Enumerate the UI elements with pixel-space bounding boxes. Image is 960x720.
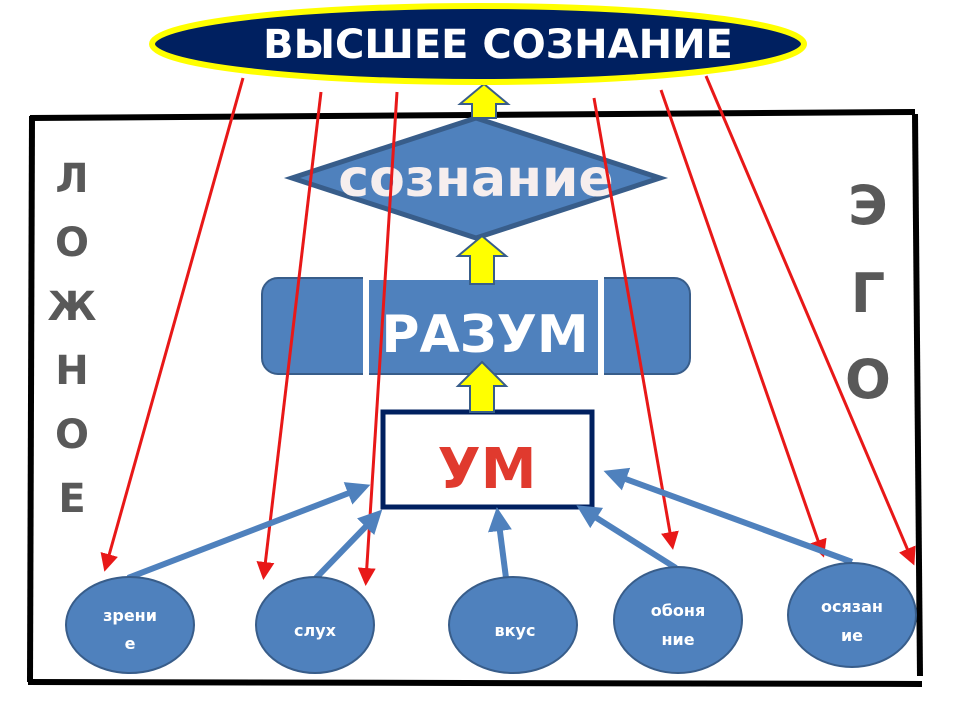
red-arrow-to-hearing	[256, 91, 323, 580]
sense-label: ние	[661, 630, 694, 649]
sense-hearing: слух	[255, 576, 375, 674]
blue-arrows	[126, 467, 854, 581]
false-letter: О	[55, 412, 89, 458]
up-arrow-to-reason	[455, 360, 509, 413]
ego-label: Э Г О	[845, 174, 891, 411]
sense-label: ие	[841, 626, 863, 645]
higher-consciousness-label: ВЫСШЕЕ СОЗНАНИЕ	[263, 22, 733, 68]
sense-touch: осязан ие	[787, 562, 917, 668]
red-arrow-to-touch	[659, 89, 827, 558]
ego-letter: Г	[851, 262, 885, 325]
up-arrow-to-consciousness	[455, 234, 509, 285]
red-arrow-to-vision	[100, 77, 245, 572]
sense-label: е	[125, 634, 136, 653]
red-arrow-to-touch-2	[704, 75, 916, 566]
blue-arrow-taste-to-mind	[488, 507, 512, 579]
false-letter: Ж	[48, 284, 97, 330]
sense-label: осязан	[821, 597, 883, 616]
ego-letter: Э	[848, 174, 888, 237]
false-label: Л О Ж Н О Е	[48, 156, 97, 522]
sense-label: вкус	[495, 621, 536, 640]
mind-block: УМ	[380, 409, 595, 510]
red-arrows	[100, 75, 916, 586]
sense-label: обоня	[651, 601, 705, 620]
reason-label: РАЗУМ	[381, 305, 588, 365]
sense-label: слух	[294, 621, 337, 640]
false-letter: Л	[55, 156, 88, 202]
consciousness-label: сознание	[338, 149, 613, 209]
red-arrow-to-smell	[592, 97, 679, 550]
sense-taste: вкус	[448, 576, 578, 674]
blue-arrow-touch-to-mind	[603, 467, 854, 565]
blue-arrow-vision-to-mind	[126, 482, 371, 581]
false-letter: Н	[55, 348, 88, 394]
reason-block: РАЗУМ	[261, 270, 691, 382]
consciousness-block: сознание	[283, 115, 669, 241]
sense-smell: обоня ние	[613, 566, 743, 674]
blue-arrow-hearing-to-mind	[313, 509, 383, 581]
sense-label: зрени	[103, 606, 157, 625]
false-letter: Е	[58, 476, 85, 522]
red-arrow-to-hearing-2	[357, 91, 399, 586]
false-letter: О	[55, 220, 89, 266]
higher-consciousness-block: ВЫСШЕЕ СОЗНАНИЕ	[149, 3, 807, 85]
ego-letter: О	[845, 348, 891, 411]
up-arrow-to-higher-consciousness	[457, 82, 511, 119]
mind-label: УМ	[438, 437, 537, 502]
blue-arrow-smell-to-mind	[576, 505, 678, 571]
sense-vision: зрени е	[65, 576, 195, 674]
